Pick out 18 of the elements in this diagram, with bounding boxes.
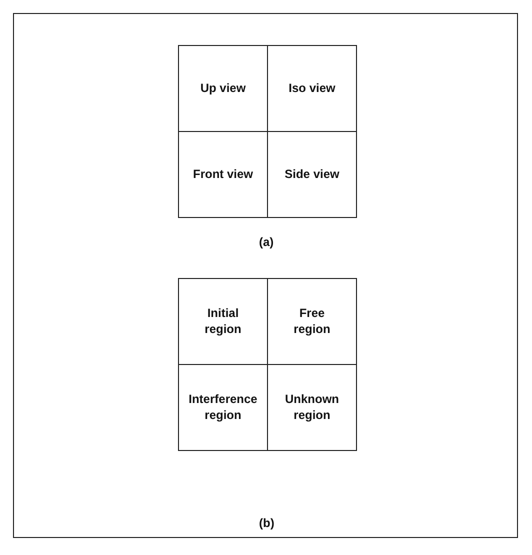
grid-cell (178, 364, 268, 451)
grid-cell (267, 45, 357, 132)
cell-label: Unknown region (284, 392, 340, 424)
cell-label: Initial region (204, 306, 242, 338)
grid-cell (267, 278, 357, 365)
cell-label: Side view (284, 166, 340, 182)
cell-label: Up view (200, 80, 246, 96)
cell-label: Iso view (288, 80, 336, 96)
grid-cell (178, 131, 268, 218)
grid-cell (178, 45, 268, 132)
cell-label: Interference region (188, 392, 258, 424)
cell-label: Free region (292, 306, 332, 338)
panel-caption: (b) (259, 516, 274, 530)
panel-caption: (a) (259, 235, 274, 249)
grid-cell (267, 364, 357, 451)
grid-cell (178, 278, 268, 365)
grid-cell (267, 131, 357, 218)
cell-label: Front view (192, 166, 253, 182)
